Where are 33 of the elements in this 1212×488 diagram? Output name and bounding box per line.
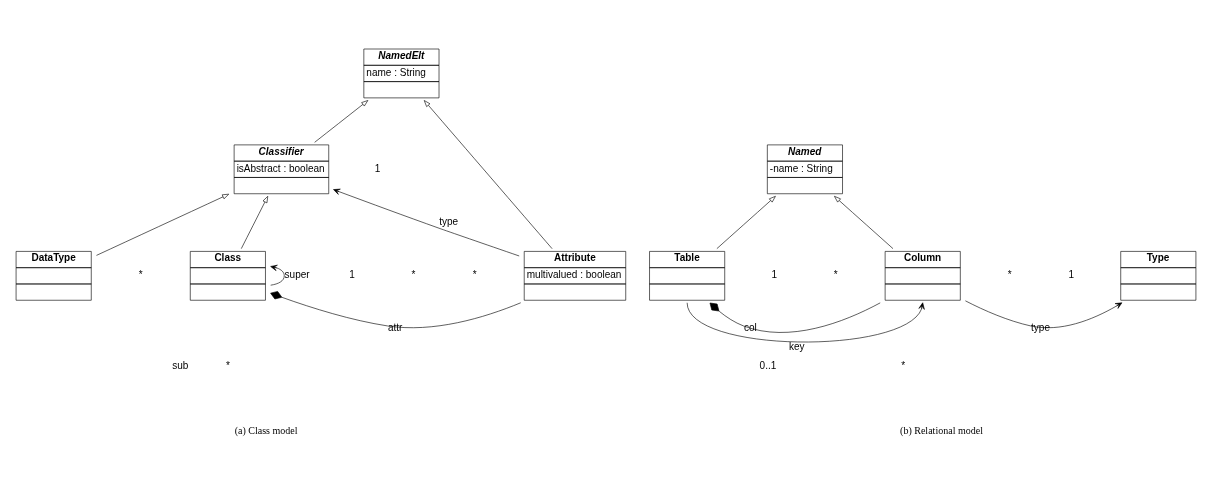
arrow <box>96 193 230 256</box>
label: (b) Relational model <box>900 424 983 436</box>
edge-label: type <box>439 215 459 227</box>
connector <box>709 302 881 333</box>
arrow <box>270 264 285 285</box>
label: * <box>138 268 143 280</box>
arrow <box>314 99 369 143</box>
label: 1 <box>1068 268 1075 280</box>
label: 1 <box>349 268 355 280</box>
edge-label: attr <box>387 321 403 333</box>
label: * <box>833 268 838 280</box>
connector <box>270 290 522 328</box>
label: * <box>901 359 906 371</box>
label: * <box>411 268 416 280</box>
arrow <box>834 195 894 249</box>
arrow <box>686 301 925 342</box>
label: (a) Class model <box>234 424 298 436</box>
arrow <box>333 188 520 256</box>
arrow <box>716 195 776 249</box>
arrow <box>965 300 1123 328</box>
edge-label: key <box>789 340 805 352</box>
label: 1 <box>374 162 381 174</box>
label: * <box>225 359 230 371</box>
edge-label: type <box>1031 321 1050 333</box>
label: 1 <box>771 268 778 280</box>
label: * <box>1007 268 1012 280</box>
arrow <box>241 195 269 249</box>
edge-label: super <box>284 268 310 280</box>
label: 0..1 <box>759 359 777 371</box>
edge-label: col <box>744 321 757 333</box>
label: sub <box>172 359 189 371</box>
label: * <box>472 268 477 280</box>
arrow <box>423 99 553 249</box>
